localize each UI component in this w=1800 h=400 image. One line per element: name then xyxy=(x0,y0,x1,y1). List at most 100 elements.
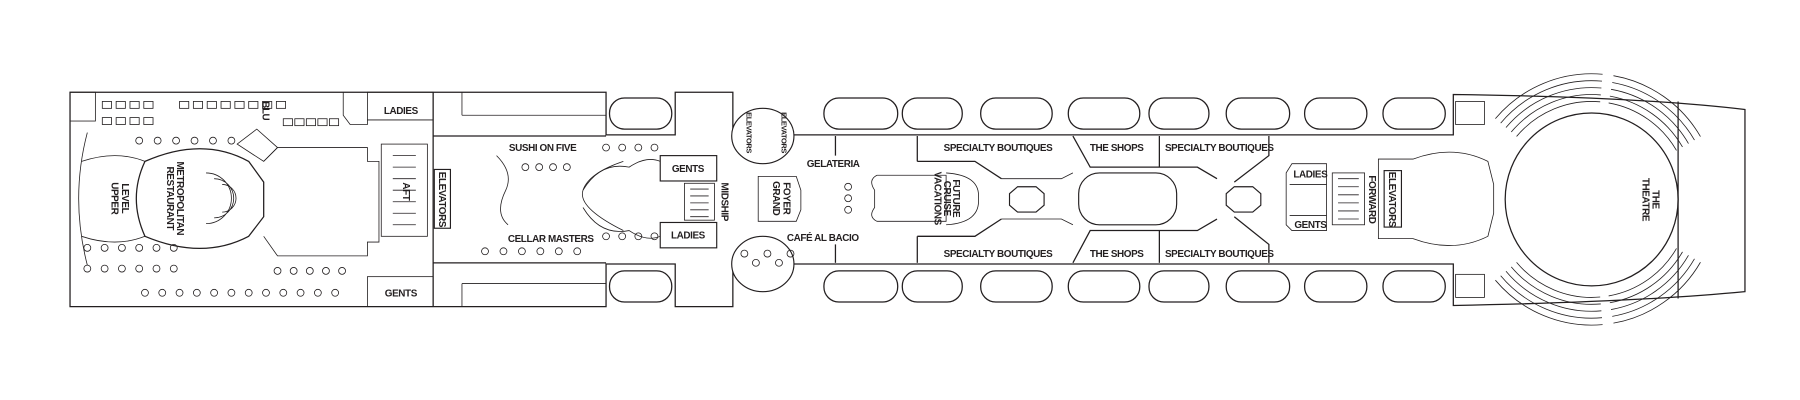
table xyxy=(172,136,180,145)
ladies-mid-room xyxy=(659,221,718,249)
dining-tables xyxy=(83,101,852,297)
lifeboat xyxy=(1382,97,1446,130)
lifeboat xyxy=(980,97,1053,130)
table xyxy=(650,143,659,152)
aft-area xyxy=(69,91,607,308)
theatre-lobby xyxy=(1377,151,1495,246)
table xyxy=(234,101,245,109)
table xyxy=(118,264,126,273)
seat-row xyxy=(1500,80,1603,124)
label-forward-stairs: FORWARD xyxy=(1366,175,1377,223)
table xyxy=(275,101,286,109)
table xyxy=(844,182,852,191)
table xyxy=(602,143,610,152)
atrium-octagon-1 xyxy=(1008,186,1045,213)
seat-row xyxy=(1613,75,1701,137)
label-specialty-boutiques-bottom-2: SPECIALTY BOUTIQUES xyxy=(1165,249,1274,260)
midship-elevators-top[interactable] xyxy=(731,107,795,165)
grand-foyer xyxy=(757,175,802,222)
table xyxy=(634,143,643,152)
table xyxy=(618,143,627,152)
midship-elevators-bottom[interactable] xyxy=(731,235,795,293)
table xyxy=(100,264,109,273)
table xyxy=(273,267,282,275)
table xyxy=(135,136,144,145)
aft-elevators[interactable] xyxy=(433,168,452,229)
table xyxy=(844,194,852,203)
table xyxy=(328,118,340,127)
table xyxy=(143,101,154,109)
table xyxy=(618,232,627,241)
table xyxy=(322,267,330,275)
label-gents-mid: GENTS xyxy=(672,164,705,175)
table xyxy=(844,205,852,214)
table xyxy=(536,247,545,256)
table xyxy=(129,117,140,125)
table xyxy=(158,288,167,297)
lifeboat xyxy=(608,270,673,303)
table xyxy=(175,288,184,297)
aft-lobby xyxy=(263,147,380,257)
table xyxy=(141,288,149,297)
lifeboat xyxy=(1225,97,1291,130)
label-elevators-mid-right: ELEVATORS xyxy=(779,112,788,153)
table xyxy=(535,163,544,172)
table xyxy=(305,118,316,127)
forward-area xyxy=(1285,73,1701,326)
seat-row xyxy=(1609,95,1683,148)
table xyxy=(118,243,126,252)
table xyxy=(135,243,144,252)
table xyxy=(554,247,563,256)
table xyxy=(179,101,190,109)
label-ladies-forward: LADIES xyxy=(1293,170,1328,181)
seat-row xyxy=(1516,101,1601,137)
lifeboat xyxy=(1225,270,1291,303)
table xyxy=(499,247,508,256)
table xyxy=(115,117,126,125)
lifeboat xyxy=(823,270,899,303)
table xyxy=(169,243,178,252)
label-future-cruise-vacations: FUTURECRUISEVACATIONS xyxy=(932,172,961,226)
forward-stairs[interactable] xyxy=(1331,172,1365,226)
table xyxy=(169,264,178,273)
label-cellar-masters: CELLAR MASTERS xyxy=(508,234,595,245)
label-aft-elevators: ELEVATORS xyxy=(436,172,447,228)
label-the-shops-bottom: THE SHOPS xyxy=(1090,249,1144,260)
midship-stairs[interactable] xyxy=(684,182,715,221)
table xyxy=(775,258,783,267)
sushi-cellar-outline xyxy=(496,155,624,231)
theatre-stair-top xyxy=(1455,101,1485,125)
table xyxy=(143,117,154,125)
table xyxy=(152,243,161,252)
seat-row xyxy=(1510,266,1601,305)
table xyxy=(763,249,772,258)
table xyxy=(101,101,112,109)
table xyxy=(289,267,298,275)
table xyxy=(227,136,236,145)
table xyxy=(153,136,162,145)
table xyxy=(521,163,530,172)
lifeboat xyxy=(1303,97,1368,130)
table xyxy=(282,118,293,127)
aft-stairs[interactable] xyxy=(380,143,428,237)
label-forward-elevators: ELEVATORS xyxy=(1386,172,1397,228)
label-gelateria: GELATERIA xyxy=(807,159,860,170)
table xyxy=(100,243,109,252)
lifeboat xyxy=(1067,270,1141,303)
label-ladies-aft: LADIES xyxy=(384,106,419,117)
table xyxy=(192,101,203,109)
table xyxy=(481,247,489,256)
blu-bar xyxy=(236,128,279,162)
seat-row xyxy=(1609,251,1683,304)
seat-row xyxy=(1495,279,1603,326)
table xyxy=(83,243,92,252)
lifeboat xyxy=(1148,97,1210,130)
table xyxy=(152,264,161,273)
spiral-staircase xyxy=(206,172,237,225)
table xyxy=(279,288,288,297)
label-gents-forward: GENTS xyxy=(1294,220,1327,231)
label-sushi-on-five: SUSHI ON FIVE xyxy=(509,143,577,154)
forward-elevators[interactable] xyxy=(1383,170,1403,228)
table xyxy=(549,163,557,172)
label-gents-aft: GENTS xyxy=(385,288,418,299)
